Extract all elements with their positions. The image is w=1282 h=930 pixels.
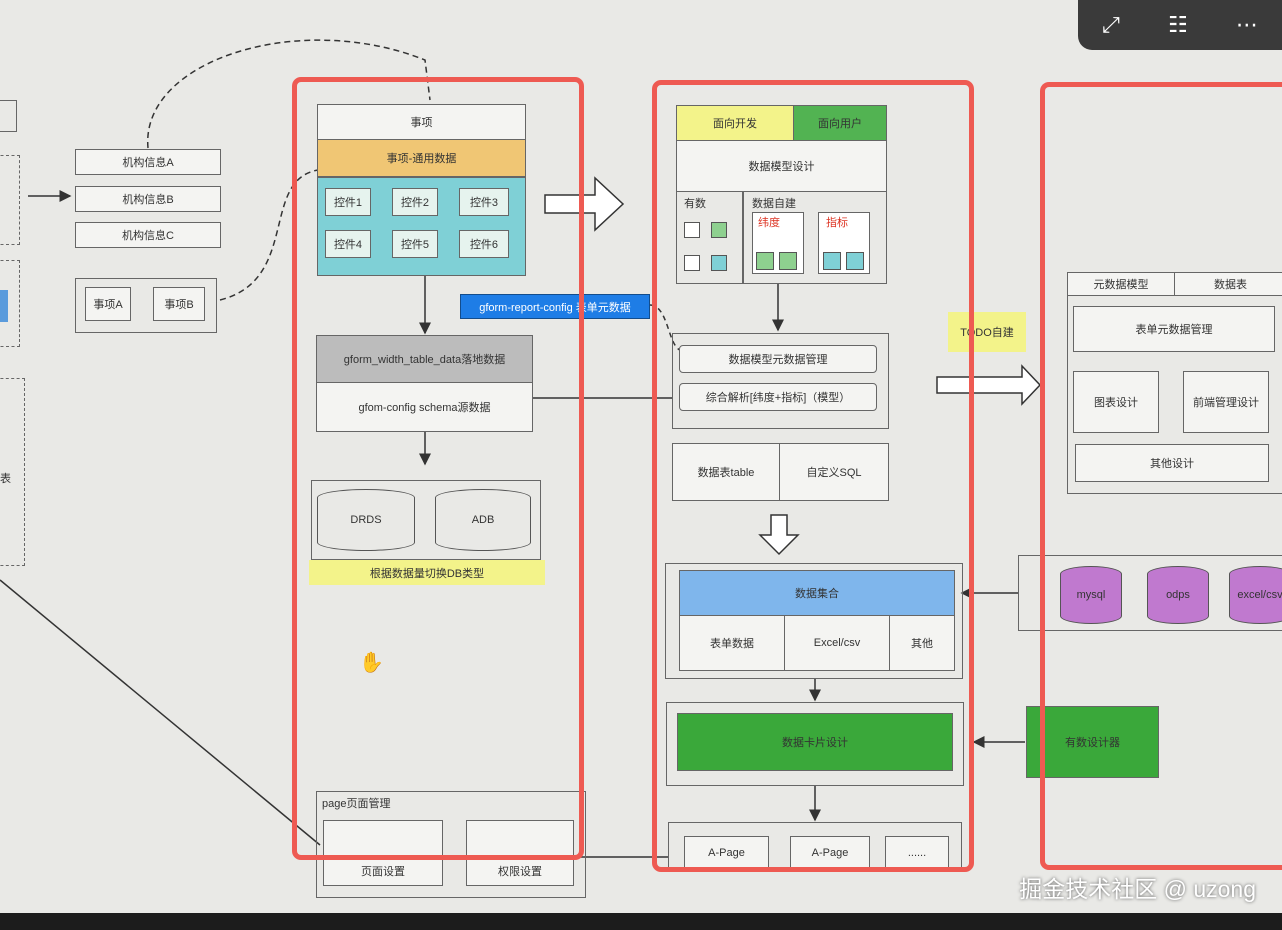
composite-parse: 综合解析[纬度+指标]（模型） [679,383,877,411]
left-edge-dashed-3 [0,378,25,566]
page-settings: 页面设置 [323,820,443,886]
has-data-label: 有数 [684,198,706,210]
control-3: 控件3 [459,188,509,216]
youshu-sq-4 [711,255,727,271]
youshu-sq-3 [684,255,700,271]
expand-icon[interactable]: ⤢ [1102,12,1120,37]
custom-sql: 自定义SQL [779,443,889,501]
org-info-a: 机构信息A [75,149,221,175]
item-a: 事项A [85,287,131,321]
dataset-group [665,563,963,679]
metric-label: 指标 [826,217,848,229]
highlight-frame-1 [292,77,584,860]
db-excel: excel/csv [1229,566,1282,624]
gform-table-data: gform_width_table_data落地数据 [316,335,533,383]
a-page-more: ...... [885,836,949,870]
excel-csv: Excel/csv [784,615,890,671]
dataset: 数据集合 [679,570,955,616]
item-group [75,278,217,333]
page-mgmt-group [316,791,586,898]
chart-design: 图表设计 [1073,371,1159,433]
page-mgmt-label: page页面管理 [322,798,391,810]
model-sources-divider [742,191,744,284]
metric-sq-2 [846,252,864,270]
db-mysql: mysql [1060,566,1122,624]
org-info-b: 机构信息B [75,186,221,212]
image-toolbar: ⤢ ☷ ⋯ [1078,0,1282,50]
control-4: 控件4 [325,230,371,258]
model-meta-mgmt: 数据模型元数据管理 [679,345,877,373]
report-config-tag: gform-report-config 表单元数据 [460,294,650,319]
matter-box: 事项 [317,104,526,140]
form-meta-mgmt: 表单元数据管理 [1073,306,1275,352]
control-6: 控件6 [459,230,509,258]
face-user: 面向用户 [793,105,887,141]
youshu-sq-1 [684,222,700,238]
data-model-design: 数据模型设计 [676,140,887,192]
db-group [311,480,541,560]
db-odps: odps [1147,566,1209,624]
model-sources [676,191,887,284]
highlight-frame-2 [652,80,974,872]
youshu-designer: 有数设计器 [1026,706,1159,778]
highlight-frame-3 [1040,82,1282,870]
left-edge-dashed-2 [0,260,20,347]
more-icon[interactable]: ⋯ [1235,12,1258,37]
data-table-tab: 数据表 [1174,272,1282,296]
form-data: 表单数据 [679,615,785,671]
other-source: 其他 [889,615,955,671]
matter-common-data: 事项-通用数据 [317,139,526,177]
left-edge-blue-block [0,290,8,322]
db-switch-note: 根据数据量切换DB类型 [309,560,545,585]
text-scan-icon[interactable]: ☷ [1167,12,1188,37]
dimension-sq-1 [756,252,774,270]
db-drds: DRDS [317,489,415,551]
dimension-label: 纬度 [758,217,780,229]
org-info-c: 机构信息C [75,222,221,248]
left-edge-label: 表 [0,473,11,485]
card-design-group [666,702,964,786]
watermark: 掘金技术社区 @ uzong [1019,876,1256,902]
bottom-band [0,913,1282,930]
metric-sq-1 [823,252,841,270]
left-edge-dashed-1 [0,155,20,245]
a-page-2: A-Page [790,836,870,870]
control-1: 控件1 [325,188,371,216]
frontend-design: 前端管理设计 [1183,371,1269,433]
left-edge-box-1 [0,100,17,132]
youshu-sq-2 [711,222,727,238]
item-b: 事项B [153,287,205,321]
hand-cursor-icon: ✋ [359,652,384,674]
source-db-group [1018,555,1282,631]
dimension-sq-2 [779,252,797,270]
other-design: 其他设计 [1075,444,1269,482]
meta-model-tab: 元数据模型 [1067,272,1175,296]
control-5: 控件5 [392,230,438,258]
db-adb: ADB [435,489,531,551]
permission-settings: 权限设置 [466,820,574,886]
gfom-config-schema: gfom-config schema源数据 [316,382,533,432]
a-page-1: A-Page [684,836,769,870]
self-build-label: 数据自建 [752,198,796,210]
model-meta-group [672,333,889,429]
control-2: 控件2 [392,188,438,216]
data-card-design: 数据卡片设计 [677,713,953,771]
data-table: 数据表table [672,443,780,501]
face-dev: 面向开发 [676,105,794,141]
